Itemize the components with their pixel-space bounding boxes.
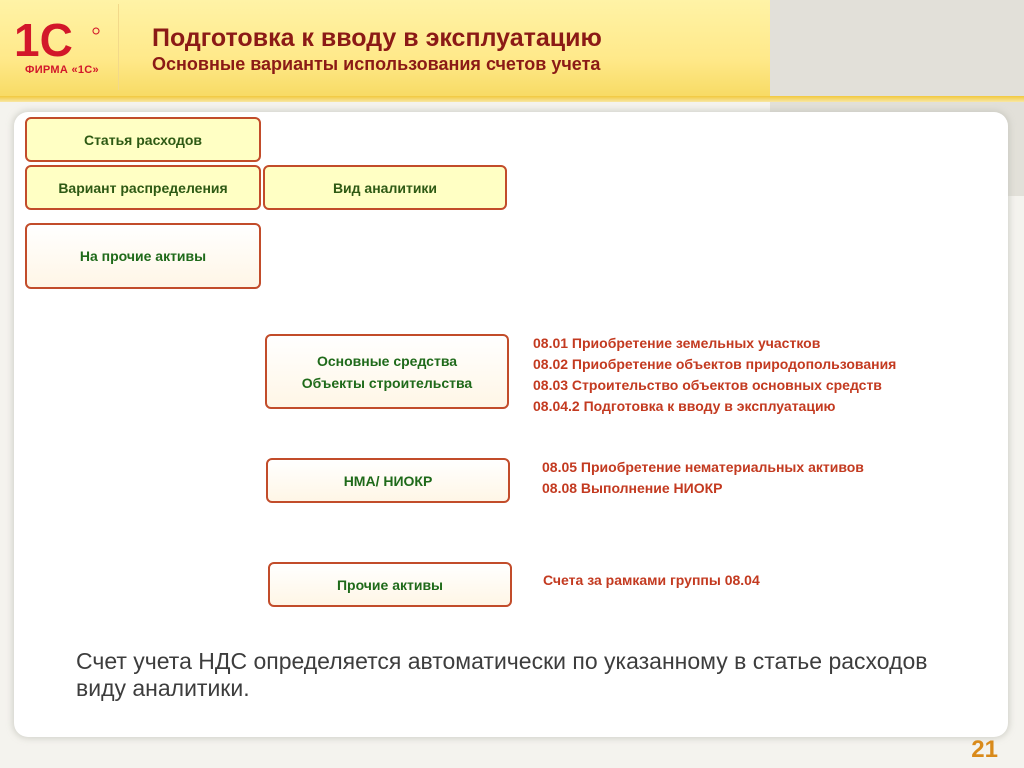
account-item: 08.03 Строительство объектов основных ср…	[533, 377, 882, 393]
analytics-type-box: Вид аналитики	[263, 165, 507, 210]
1c-logo: 1С	[14, 14, 100, 66]
intangibles-box: НМА/ НИОКР	[266, 458, 510, 503]
distribution-variant-label: Вариант распределения	[58, 179, 228, 196]
account-item: 08.04.2 Подготовка к вводу в эксплуатаци…	[533, 398, 836, 414]
intangibles-accounts: 08.05 Приобретение нематериальных активо…	[542, 457, 864, 499]
construction-objects-label: Объекты строительства	[301, 374, 473, 391]
fixed-assets-accounts: 08.01 Приобретение земельных участков 08…	[533, 333, 896, 417]
other-assets-target-box: На прочие активы	[25, 223, 261, 289]
account-item: 08.01 Приобретение земельных участков	[533, 335, 821, 351]
fixed-assets-box: Основные средства Объекты строительства	[265, 334, 509, 409]
fixed-assets-label: Основные средства	[316, 352, 458, 369]
account-item: 08.05 Приобретение нематериальных активо…	[542, 459, 864, 475]
intangibles-label: НМА/ НИОКР	[343, 472, 433, 489]
analytics-type-label: Вид аналитики	[332, 179, 438, 196]
logo-text: 1С	[14, 14, 73, 66]
other-assets-box: Прочие активы	[268, 562, 512, 607]
account-item: 08.08 Выполнение НИОКР	[542, 480, 723, 496]
logo-divider	[118, 4, 119, 90]
account-item: 08.02 Приобретение объектов природопольз…	[533, 356, 897, 372]
expense-item-label: Статья расходов	[83, 131, 203, 148]
other-assets-target-label: На прочие активы	[79, 248, 207, 264]
other-assets-label: Прочие активы	[336, 576, 444, 593]
vat-note: Счет учета НДС определяется автоматическ…	[76, 648, 928, 701]
distribution-variant-box: Вариант распределения	[25, 165, 261, 210]
firm-label: ФИРМА «1С»	[25, 64, 99, 76]
content-panel	[14, 112, 1008, 737]
page-number: 21	[971, 736, 998, 763]
account-item: Счета за рамками группы 08.04	[543, 572, 760, 588]
expense-item-box: Статья расходов	[25, 117, 261, 162]
header-rule	[0, 96, 1024, 102]
page-subtitle: Основные варианты использования счетов у…	[152, 54, 601, 74]
other-assets-accounts: Счета за рамками группы 08.04	[543, 570, 760, 591]
page-title: Подготовка к вводу в эксплуатацию	[152, 24, 602, 52]
